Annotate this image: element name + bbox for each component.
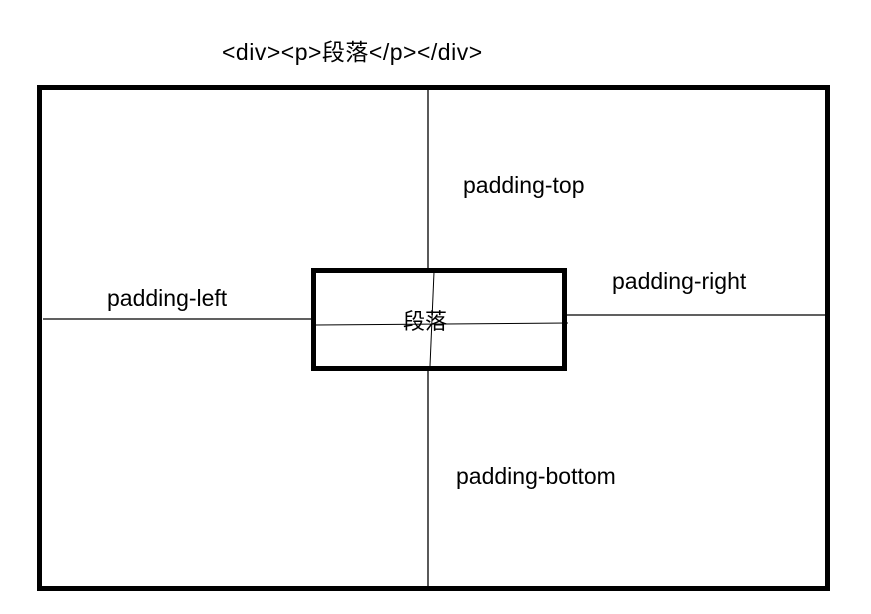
padding-bottom-label: padding-bottom (456, 463, 616, 489)
div-outer-box (37, 85, 830, 591)
paragraph-label: 段落 (403, 309, 448, 334)
padding-left-label: padding-left (107, 285, 228, 311)
p-inner-box (311, 268, 567, 371)
inner-vertical-line (429, 271, 435, 367)
inner-horizontal-line (315, 322, 569, 326)
diagram-caption: <div><p>段落</p></div> (222, 39, 483, 65)
padding-top-label: padding-top (463, 172, 585, 198)
padding-right-label: padding-right (612, 268, 747, 294)
